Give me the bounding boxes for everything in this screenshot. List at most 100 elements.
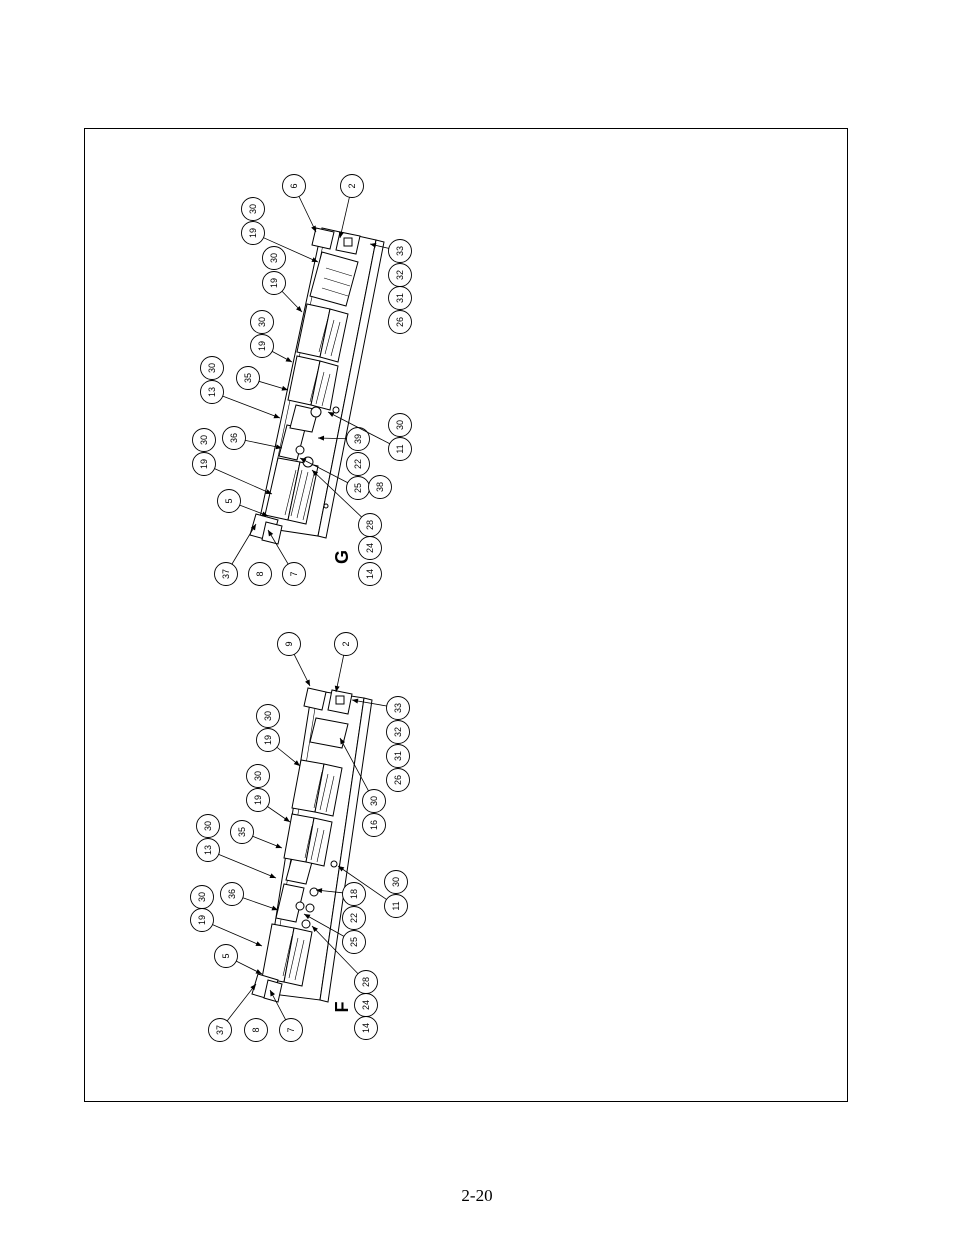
leader-line [222,395,281,419]
callout-balloon: 30 [246,764,270,788]
callout-circle [368,475,392,499]
callout-number: 38 [375,482,385,492]
callout-balloon: 19 [262,271,286,295]
callout-balloon: 30 [256,704,280,728]
callout-circle [220,882,244,906]
leader-arrowhead [270,990,276,997]
callout-balloon: 30 [190,885,214,909]
leader-arrowhead [318,435,325,441]
callout-balloon: 13 [200,380,224,404]
callout-number: 30 [395,420,405,430]
callout-number: 22 [349,913,359,923]
leader-arrowhead [255,941,262,946]
leader-arrowhead [338,231,344,238]
callout-balloon: 32 [386,720,410,744]
callout-number: 19 [269,278,279,288]
callout-number: 7 [286,1027,296,1032]
leader-arrowhead [283,816,290,822]
callout-circle [214,562,238,586]
callout-balloon: 18 [342,882,366,906]
callout-circle [262,246,286,270]
callout-balloon: 24 [354,993,378,1017]
view-label-f: F [332,1002,352,1013]
leader-line [327,411,390,445]
callout-number: 35 [243,373,253,383]
callout-circle [192,452,216,476]
callout-number: 13 [207,387,217,397]
callout-number: 32 [393,727,403,737]
callout-balloon: 26 [388,310,412,334]
callout-number: 33 [395,246,405,256]
callout-balloon: 37 [214,562,238,586]
callout-circle [386,720,410,744]
leader-line [214,468,273,495]
callout-balloon: 36 [220,882,244,906]
leader-arrowhead [311,257,318,262]
callout-balloon: 31 [386,744,410,768]
callout-number: 24 [365,543,375,553]
callout-balloon: 19 [190,908,214,932]
callout-balloon: 30 [192,428,216,452]
callout-circle [196,814,220,838]
callout-number: 36 [227,889,237,899]
callout-number: 19 [257,341,267,351]
callout-balloon: 26 [386,768,410,792]
callout-balloon: 30 [388,413,412,437]
callout-circle [282,174,306,198]
callout-circle [256,728,280,752]
callout-number: 36 [229,433,239,443]
callout-circle [246,764,270,788]
leader-line [311,925,359,974]
callout-number: 30 [263,711,273,721]
callout-balloon: 8 [244,1018,268,1042]
leader-line [339,737,369,792]
callout-balloon: 16 [362,813,386,837]
callout-balloon: 19 [192,452,216,476]
callout-number: 30 [207,363,217,373]
callout-number: 30 [199,435,209,445]
callout-balloon: 19 [256,728,280,752]
leader-arrowhead [312,470,319,476]
callout-circle [388,239,412,263]
callout-number: 19 [263,735,273,745]
leader-line [242,897,279,911]
callout-balloon: 24 [358,536,382,560]
leader-arrowhead [352,698,359,704]
callout-balloon: 36 [222,426,246,450]
callout-circle [384,894,408,918]
callout-balloon: 22 [342,906,366,930]
callout-balloon: 6 [282,174,306,198]
callout-balloon: 28 [358,513,382,537]
callout-circle [192,428,216,452]
callout-circle [200,356,224,380]
callout-number: 6 [289,183,299,188]
callout-number: 19 [197,915,207,925]
component-blocks-f [251,687,353,1003]
leader-arrowhead [250,984,256,991]
callout-number: 9 [284,641,294,646]
callout-balloon: 30 [362,789,386,813]
callout-number: 35 [237,827,247,837]
callout-number: 32 [395,270,405,280]
callout-number: 7 [289,571,299,576]
leader-line [337,865,387,900]
callout-circle [246,788,270,812]
leader-arrowhead [296,305,302,312]
callout-number: 30 [203,821,213,831]
callout-number: 26 [395,317,405,327]
callout-balloon: 31 [388,286,412,310]
callout-number: 8 [251,1027,261,1032]
callout-balloon: 30 [241,197,265,221]
callout-number: 19 [199,459,209,469]
leader-arrowhead [338,866,345,872]
callout-balloon: 8 [248,562,272,586]
callout-circle [388,437,412,461]
callout-balloon: 30 [196,814,220,838]
callout-circle [262,271,286,295]
leader-line [263,237,319,263]
callout-circle [241,197,265,221]
callout-number: 39 [353,434,363,444]
callout-circle [340,174,364,198]
